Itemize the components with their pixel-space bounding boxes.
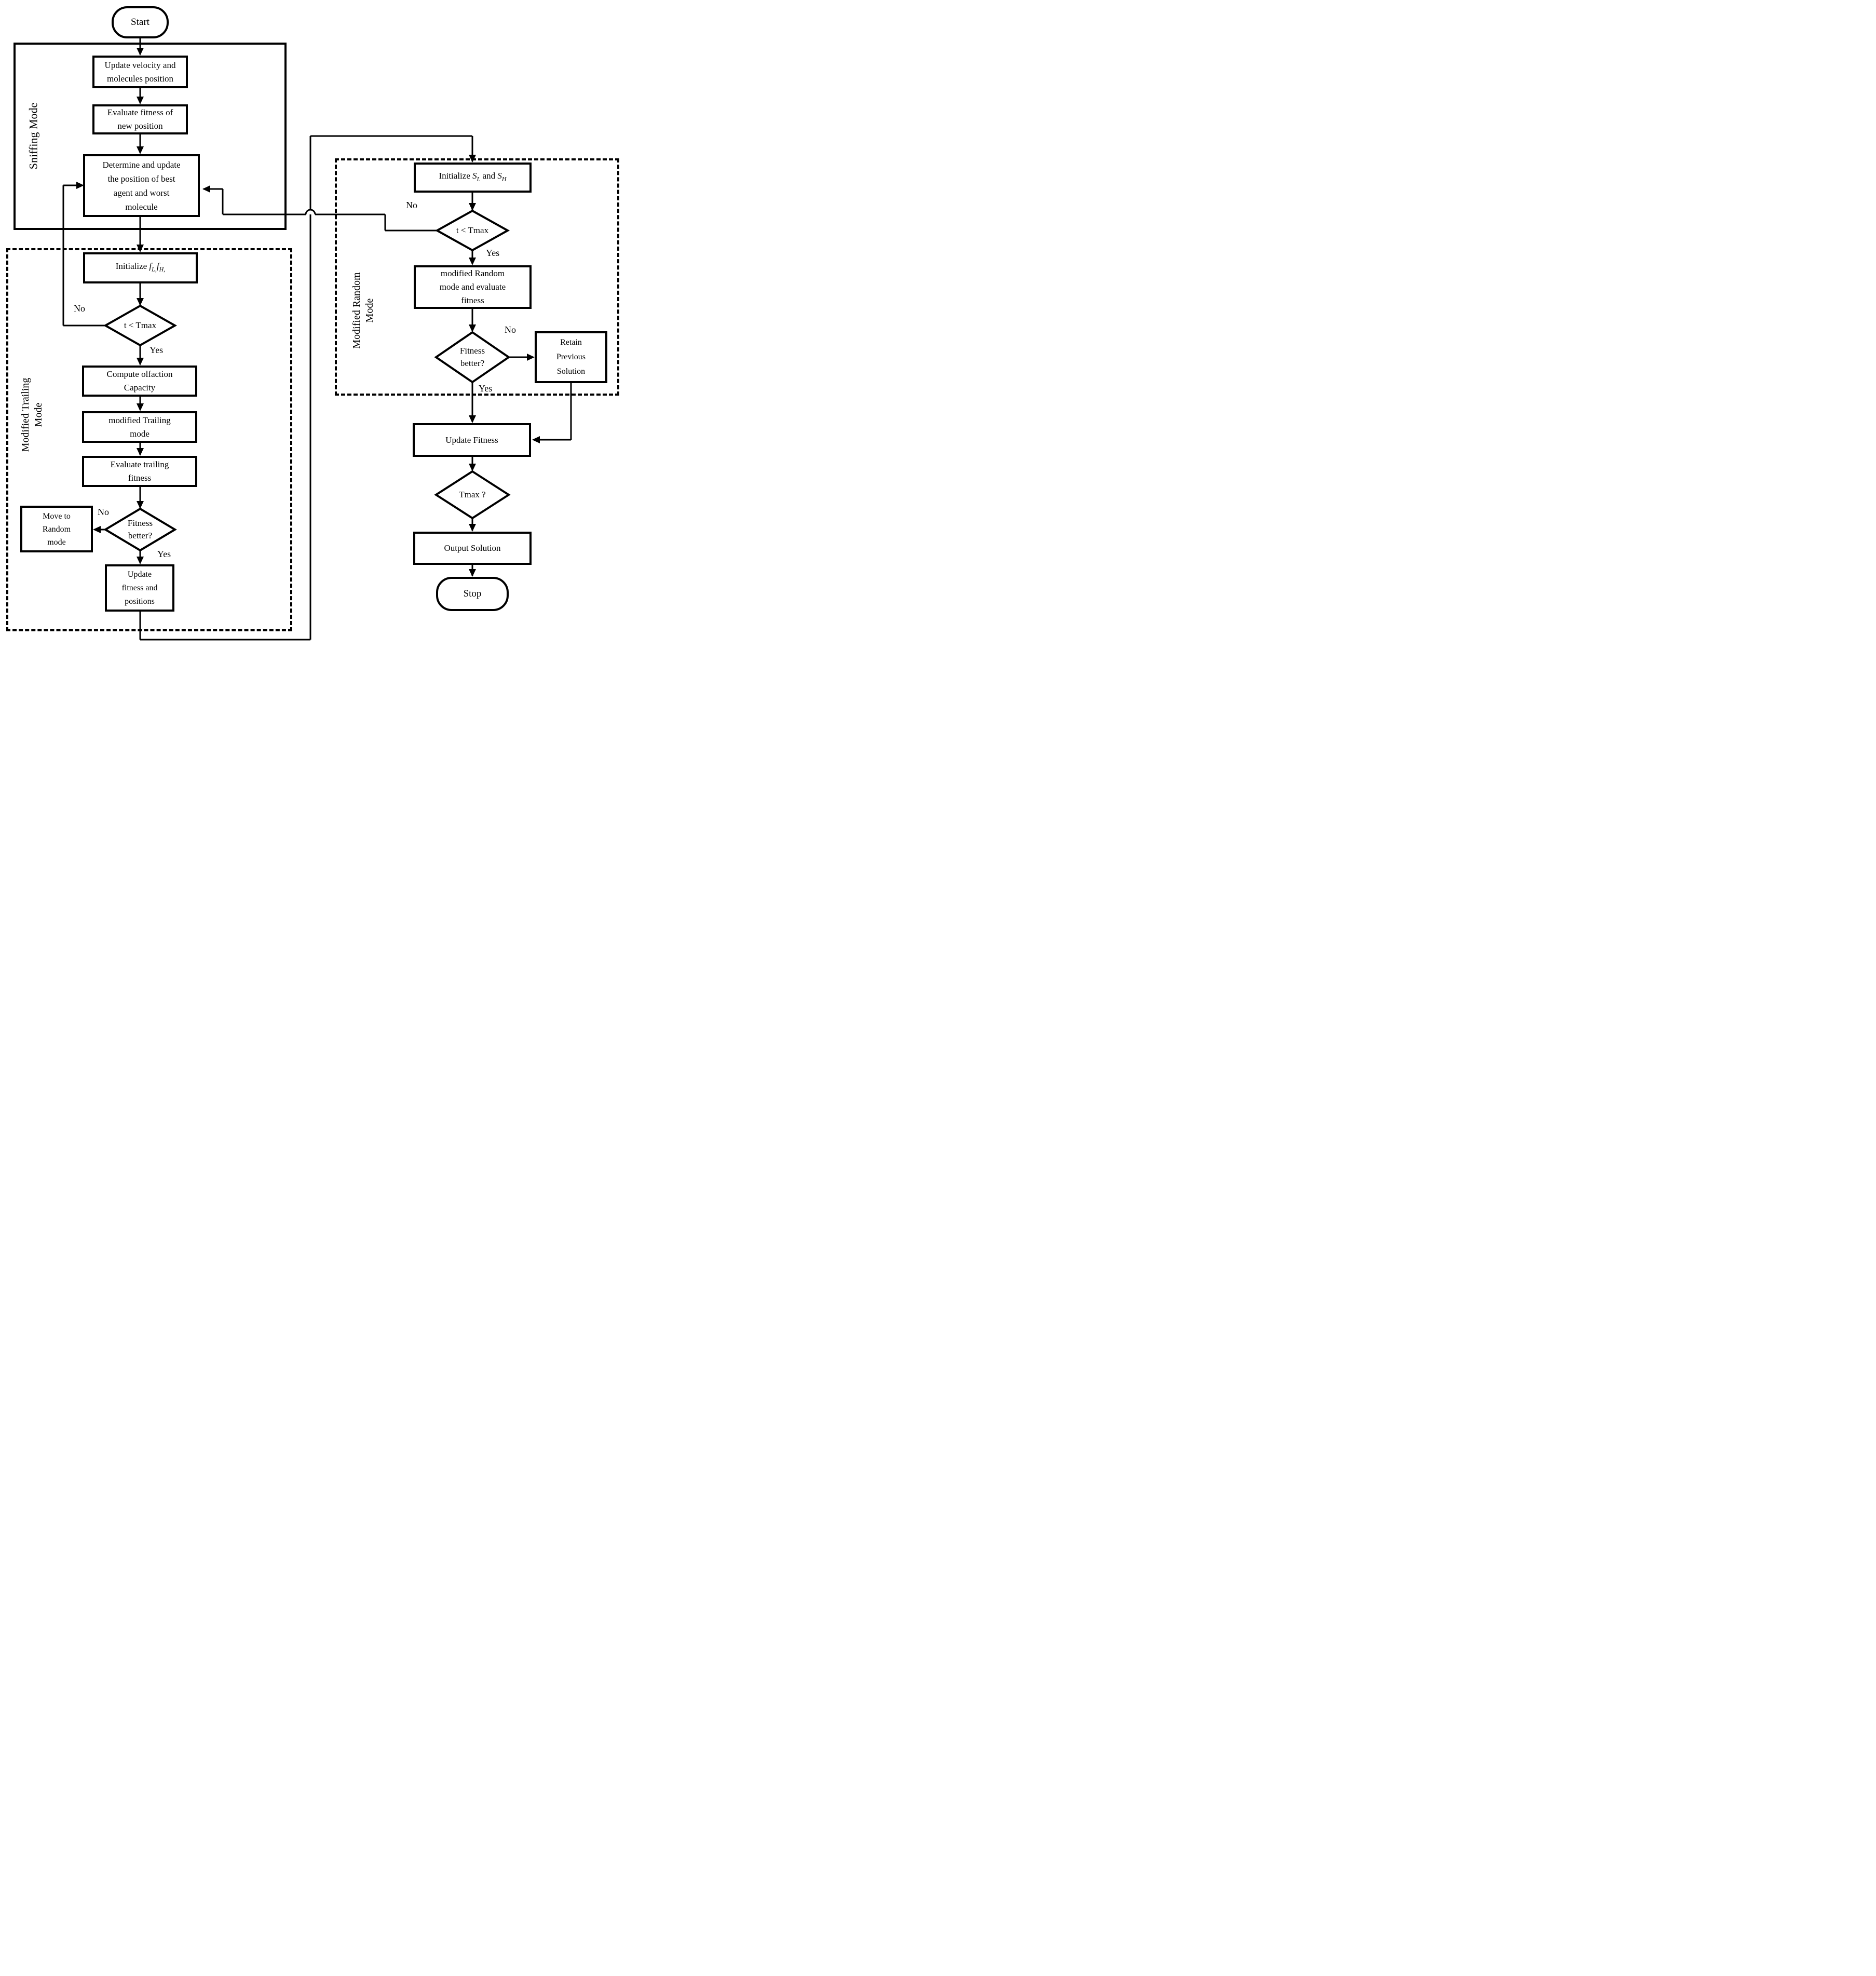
- evaluate-fitness-box: Evaluate fitness of new position: [92, 104, 188, 134]
- edge-fitness-left-yes-to-update-positions: [137, 550, 144, 564]
- modified-trailing-label: modified Trailing mode: [108, 415, 171, 439]
- edge-start-to-update-velocity: [137, 38, 144, 56]
- label-fitness-right-yes: Yes: [479, 383, 493, 394]
- decision-fitness-better-right: [434, 331, 511, 384]
- label-tmax-left-no: No: [74, 303, 85, 314]
- label-tmax-left-yes: Yes: [149, 345, 164, 355]
- edge-fitness-right-no-to-retain: [509, 354, 535, 361]
- update-velocity-label: Update velocity and molecules position: [104, 60, 176, 84]
- edge-tmax-left-no-feedback: [62, 182, 105, 327]
- initialize-f-box: Initialize fL,fH,: [83, 252, 198, 283]
- edge-tmax-right-yes-to-modified-random: [469, 250, 476, 265]
- edge-modified-random-to-fitness-right: [469, 309, 476, 332]
- label-tmax-right-yes: Yes: [486, 248, 500, 258]
- determine-update-label: Determine and update the position of bes…: [102, 159, 181, 212]
- edge-tmax-left-yes-to-compute: [137, 345, 144, 366]
- region-modified-random-mode: [335, 158, 619, 396]
- decision-fitness-better-left: [103, 507, 177, 552]
- edge-evaluate-to-determine: [137, 134, 144, 154]
- stop-label: Stop: [463, 588, 482, 599]
- edge-evaluate-trailing-to-fitness-left: [137, 487, 144, 509]
- output-solution-box: Output Solution: [413, 532, 532, 565]
- edge-compute-to-modified-trailing: [137, 397, 144, 411]
- modified-trailing-mode-label: Modified Trailing Mode: [20, 377, 44, 452]
- label-fitness-right-no: No: [505, 324, 516, 335]
- edge-initialize-f-to-tmax-left: [137, 283, 144, 306]
- edge-tmaxq-to-output: [469, 518, 476, 532]
- determine-update-box: Determine and update the position of bes…: [83, 154, 200, 217]
- decision-tmax-right: [434, 209, 510, 252]
- edge-output-to-stop: [469, 565, 476, 577]
- edge-modified-trailing-to-evaluate-trailing: [137, 443, 144, 456]
- region-modified-trailing-mode: [6, 248, 292, 631]
- decision-tmax-left: [103, 304, 178, 347]
- initialize-s-box: Initialize SL and SH: [414, 163, 532, 193]
- move-to-random-label: Move to Random mode: [42, 511, 71, 547]
- edge-tmax-right-no-return-to-determine: [202, 185, 437, 232]
- edge-fitness-right-yes-to-update-fitness: [469, 382, 476, 423]
- edge-update-velocity-to-evaluate: [137, 88, 144, 104]
- compute-olfaction-box: Compute olfaction Capacity: [82, 366, 197, 397]
- update-fitness-label: Update Fitness: [445, 435, 498, 445]
- edge-update-fitness-to-tmaxq: [469, 457, 476, 471]
- initialize-f-label: Initialize fL,fH,: [115, 261, 166, 273]
- modified-random-mode-label: Modified Random Mode: [351, 272, 375, 349]
- update-fitness-box: Update Fitness: [413, 423, 531, 457]
- sniffing-mode-label: Sniffing Mode: [26, 102, 40, 170]
- edge-retain-to-update-fitness: [532, 383, 572, 443]
- region-sniffing-mode: [13, 43, 287, 230]
- connector-layer: [62, 38, 572, 641]
- move-to-random-box: Move to Random mode: [20, 506, 93, 552]
- start-label: Start: [131, 17, 149, 28]
- initialize-s-label: Initialize SL and SH: [439, 171, 507, 183]
- retain-previous-box: Retain Previous Solution: [535, 331, 607, 383]
- label-fitness-left-no: No: [98, 507, 109, 517]
- decision-tmax-final: [434, 470, 511, 520]
- update-fitness-positions-box: Update fitness and positions: [105, 564, 174, 612]
- output-solution-label: Output Solution: [444, 543, 501, 553]
- stop-node: Stop: [436, 577, 509, 611]
- compute-olfaction-label: Compute olfaction Capacity: [106, 369, 173, 393]
- update-velocity-box: Update velocity and molecules position: [92, 56, 188, 88]
- edge-initialize-s-to-tmax-right: [469, 193, 476, 211]
- retain-previous-label: Retain Previous Solution: [556, 338, 586, 376]
- start-node: Start: [112, 6, 169, 38]
- edge-update-positions-to-initialize-s: [139, 135, 476, 641]
- evaluate-trailing-box: Evaluate trailing fitness: [82, 456, 197, 487]
- label-tmax-right-no: No: [406, 200, 417, 210]
- flowchart: Start Update velocity and molecules posi…: [0, 0, 626, 659]
- modified-random-box: modified Random mode and evaluate fitnes…: [414, 265, 532, 309]
- modified-random-label: modified Random mode and evaluate fitnes…: [439, 268, 506, 305]
- label-fitness-left-yes: Yes: [157, 549, 171, 559]
- evaluate-fitness-label: Evaluate fitness of new position: [107, 107, 173, 131]
- edge-determine-to-initialize-f: [137, 217, 144, 252]
- modified-trailing-box: modified Trailing mode: [82, 411, 197, 443]
- update-fitness-positions-label: Update fitness and positions: [121, 570, 158, 606]
- evaluate-trailing-label: Evaluate trailing fitness: [110, 459, 169, 483]
